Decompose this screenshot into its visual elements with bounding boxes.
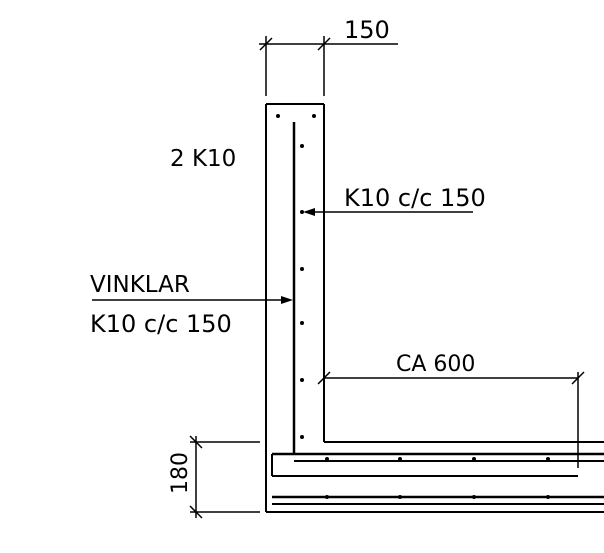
dimension-label-ca-600: CA 600 — [396, 352, 475, 377]
dimension-label-150: 150 — [344, 16, 390, 44]
slab-bar-dot — [546, 495, 550, 499]
tick-right — [571, 371, 585, 385]
leader-stirrups — [92, 296, 293, 304]
slab-bar-dot — [398, 457, 402, 461]
slab-bar-dot — [398, 495, 402, 499]
wall-bar-dot — [300, 435, 304, 439]
top-bar-dot — [312, 114, 316, 118]
slab-bar-dot — [325, 457, 329, 461]
label-2-k10: 2 K10 — [170, 146, 236, 172]
slab-bar-dot — [325, 495, 329, 499]
slab-bar-dot — [472, 495, 476, 499]
dimension-top — [259, 36, 398, 96]
label-k10-cc-150-vertical: K10 c/c 150 — [344, 184, 486, 212]
leader-arrow-icon — [281, 296, 293, 304]
dimension-height — [189, 435, 260, 519]
bar-section-dots — [276, 114, 550, 499]
reinforcement — [271, 122, 604, 505]
label-k10-cc-150-stirrups: K10 c/c 150 — [90, 310, 232, 338]
leader-rebar-vertical — [303, 208, 473, 216]
dimension-length — [317, 371, 585, 468]
tick-right — [317, 37, 331, 51]
wall-bar-dot — [300, 144, 304, 148]
wall-bar-dot — [300, 267, 304, 271]
wall-bar-dot — [300, 321, 304, 325]
dimension-label-180: 180 — [168, 452, 193, 494]
wall-bar-dot — [300, 210, 304, 214]
tick-bottom — [189, 505, 203, 519]
concrete-outline — [265, 103, 604, 513]
tick-top — [189, 435, 203, 449]
slab-bar-dot — [472, 457, 476, 461]
tick-left — [259, 37, 273, 51]
wall-bar-dot — [300, 378, 304, 382]
label-vinklar: VINKLAR — [90, 272, 190, 298]
slab-bar-dot — [546, 457, 550, 461]
leader-arrow-icon — [303, 208, 315, 216]
top-bar-dot — [276, 114, 280, 118]
tick-left — [317, 371, 331, 385]
